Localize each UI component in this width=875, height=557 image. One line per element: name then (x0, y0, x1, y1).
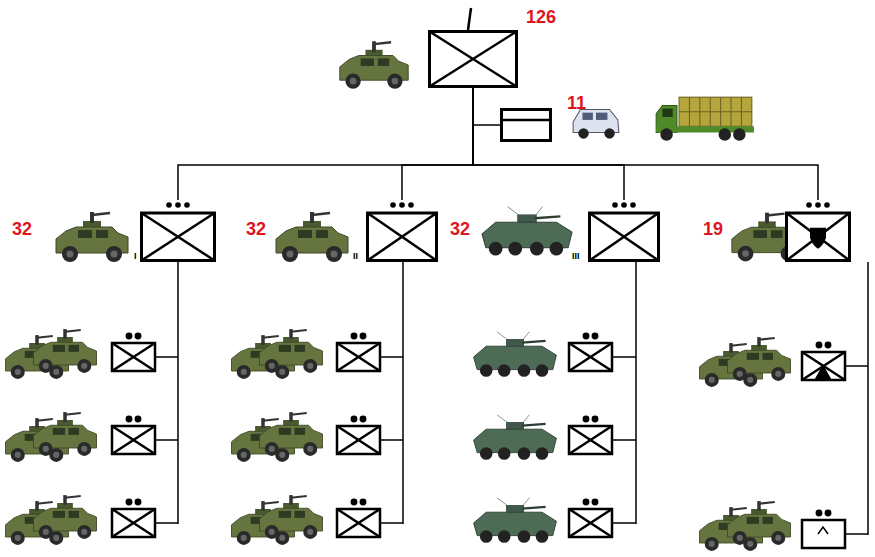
command-line (473, 88, 500, 125)
unit-symbol (785, 200, 851, 262)
platoon-vehicles (6, 329, 791, 551)
unit-designator: III (572, 252, 580, 261)
strength-number: 32 (246, 220, 266, 238)
strength-number: 32 (12, 220, 32, 238)
antenna (468, 8, 471, 30)
unit-designator: II (353, 252, 358, 261)
unit-designator: I (134, 252, 137, 261)
vehicle (573, 110, 619, 139)
platoon-tree (155, 262, 868, 535)
vehicle (56, 212, 128, 262)
strength-number: 32 (450, 220, 470, 238)
unit-symbol (428, 30, 518, 88)
vehicle (482, 207, 572, 256)
vehicle (276, 212, 348, 262)
support-company-symbol: 19 (785, 200, 851, 262)
strength-number: 126 (526, 8, 556, 26)
company-symbol: 32II (366, 200, 438, 262)
vehicle (340, 41, 408, 89)
unit-symbol (500, 108, 552, 142)
unit-symbol (366, 200, 438, 262)
hq-element-symbol: 11 (500, 108, 552, 142)
unit-symbol (588, 200, 660, 262)
strength-number: 19 (703, 220, 723, 238)
command-line (402, 88, 473, 200)
vehicle (656, 97, 754, 141)
company-symbol: 32III (588, 200, 660, 262)
unit-symbol (140, 200, 216, 262)
command-line (473, 88, 624, 200)
strength-number: 11 (567, 94, 586, 112)
command-line (178, 88, 473, 200)
hq-symbol: 126 (428, 30, 518, 88)
command-line (473, 88, 818, 200)
company-symbol: 32I (140, 200, 216, 262)
